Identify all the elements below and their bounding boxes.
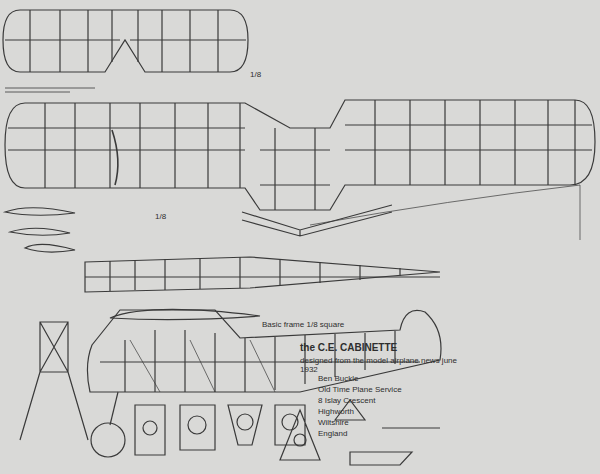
plan-note: 8 Islay Crescent [318, 396, 375, 405]
plan-note: 1/8 [155, 212, 166, 221]
plan-note: England [318, 429, 347, 438]
plan-title: the C.E. CABINETTE [300, 342, 397, 354]
plan-note: Highworth [318, 407, 354, 416]
plan-note: Ben Buckle [318, 374, 358, 383]
plan-note: designed from the model airplane news ju… [300, 356, 465, 374]
plan-note: Basic frame 1/8 square [262, 320, 344, 329]
plan-note: Old Time Plane Service [318, 385, 402, 394]
plan-note: Wiltshire [318, 418, 349, 427]
plan-note: 1/8 [250, 70, 261, 79]
